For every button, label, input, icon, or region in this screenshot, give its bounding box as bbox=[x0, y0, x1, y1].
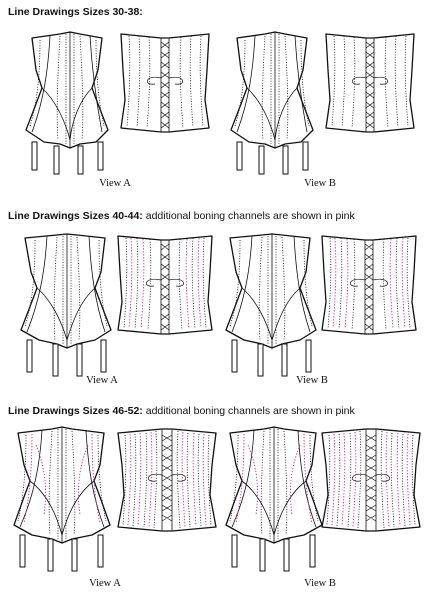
section-1-view-b-caption: View B bbox=[304, 178, 336, 189]
section-3-heading-rest: additional boning channels are shown in … bbox=[142, 405, 355, 417]
section-2-view-a-caption: View A bbox=[86, 375, 118, 386]
section-2-heading-rest: additional boning channels are shown in … bbox=[142, 210, 355, 222]
section-3-view-a-back bbox=[117, 428, 217, 532]
section-1-view-b-front bbox=[230, 31, 314, 175]
section-1-view-b-back bbox=[325, 33, 415, 133]
section-3-view-b-back bbox=[321, 428, 421, 532]
section-2-view-b-front bbox=[225, 233, 317, 377]
section-2-view-b-caption: View B bbox=[296, 375, 328, 386]
section-3-heading-bold: Line Drawings Sizes 46-52: bbox=[8, 405, 143, 417]
section-3-heading: Line Drawings Sizes 46-52: additional bo… bbox=[8, 405, 355, 417]
section-2-view-a-back bbox=[117, 235, 213, 335]
section-2-heading: Line Drawings Sizes 40-44: additional bo… bbox=[8, 210, 355, 222]
section-1-view-a-front bbox=[25, 31, 109, 175]
section-2-heading-bold: Line Drawings Sizes 40-44: bbox=[8, 210, 143, 222]
section-3-view-b-front bbox=[225, 426, 323, 572]
section-2-view-b-back bbox=[321, 235, 417, 335]
section-1-view-a-back bbox=[120, 33, 210, 133]
section-1-heading: Line Drawings Sizes 30-38: bbox=[8, 6, 143, 18]
section-3-view-a-caption: View A bbox=[89, 578, 121, 589]
section-3-view-a-front bbox=[13, 426, 111, 572]
section-3-view-b-caption: View B bbox=[304, 578, 336, 589]
section-2-view-a-front bbox=[20, 233, 112, 377]
section-1-view-a-caption: View A bbox=[99, 178, 131, 189]
section-1-heading-bold: Line Drawings Sizes 30-38: bbox=[8, 6, 143, 18]
